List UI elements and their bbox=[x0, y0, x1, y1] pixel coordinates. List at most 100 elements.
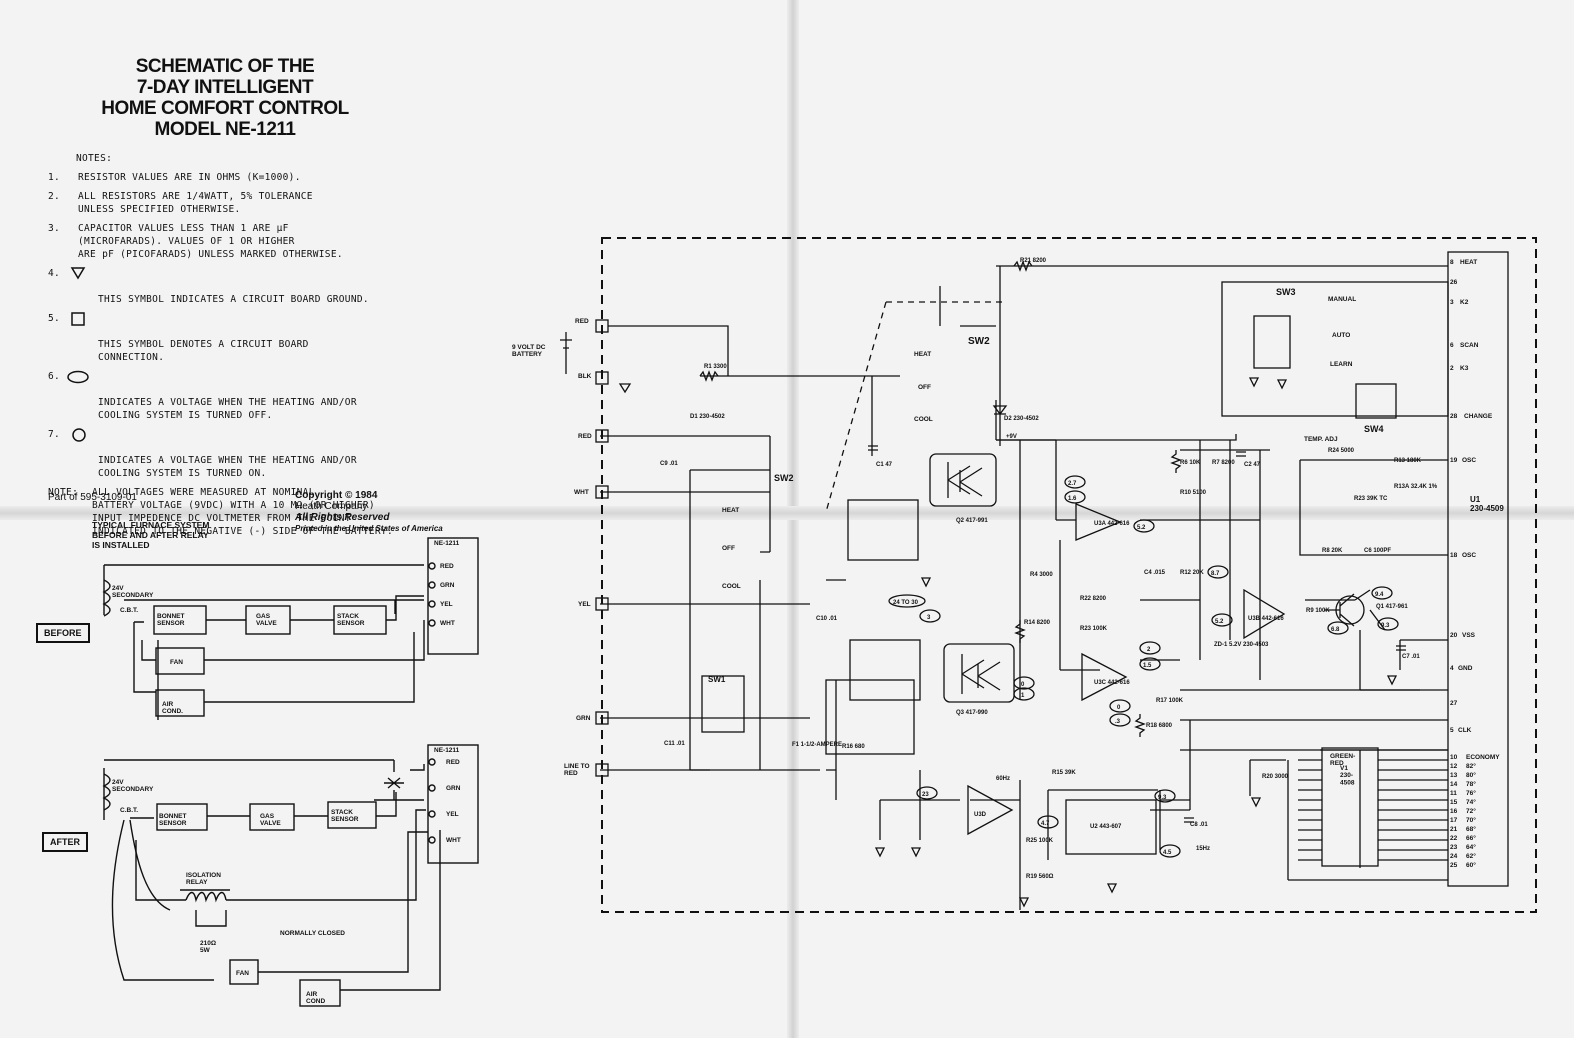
note-number: 3. bbox=[48, 223, 61, 234]
component-label: C8 .01 bbox=[1190, 822, 1208, 828]
transformer-coil-icon bbox=[102, 773, 111, 811]
part-number: Part of 595-3109-01 bbox=[48, 492, 137, 503]
u1-pin: 20 bbox=[1450, 632, 1458, 639]
component-label: R13A 32.4K 1% bbox=[1394, 484, 1438, 490]
sw2-position: COOL bbox=[722, 583, 741, 590]
air-cond-block-after bbox=[299, 979, 341, 1007]
copyright-block: Copyright © 1984 Heath Company All Right… bbox=[295, 490, 443, 534]
component-label: R24 5000 bbox=[1328, 448, 1355, 454]
sw4-switch-icon bbox=[1355, 383, 1397, 419]
note-text: INDICATES A VOLTAGE WHEN THE HEATING AND… bbox=[98, 455, 357, 479]
u1-pin: 28 bbox=[1450, 413, 1458, 420]
voltage-value: 23 bbox=[922, 792, 929, 798]
furnace-diagram: NE-1211 NE-1211 RED GRN YEL WHT RED GRN … bbox=[102, 537, 479, 1007]
voltage-value: 9.3 bbox=[1381, 623, 1390, 629]
u3a-opamp-icon bbox=[1075, 503, 1122, 541]
connector-grn-icon bbox=[595, 711, 609, 725]
economy-pin: 10 bbox=[1450, 754, 1458, 761]
u1-pin: 26 bbox=[1450, 279, 1458, 286]
economy-pin: 12 bbox=[1450, 763, 1458, 770]
note-item: 1.RESISTOR VALUES ARE IN OHMS (K=1000). bbox=[48, 171, 448, 184]
component-label: R20 3000 bbox=[1262, 774, 1289, 780]
connector-label: BLK bbox=[578, 373, 592, 380]
voltage-value: 1 bbox=[1021, 693, 1025, 699]
component-label: F1 1-1/2-AMPERE bbox=[792, 742, 842, 748]
relay-contact-icon bbox=[384, 777, 404, 789]
component-label: C1 47 bbox=[876, 462, 893, 468]
economy-pin: 21 bbox=[1450, 826, 1458, 833]
sw3-position: AUTO bbox=[1332, 332, 1350, 339]
u1-pin-name: OSC bbox=[1462, 552, 1476, 559]
connector-label: YEL bbox=[578, 601, 591, 608]
wire-label: GRN bbox=[446, 785, 461, 792]
switch-label: SW2 bbox=[774, 473, 794, 483]
economy-pin: 11 bbox=[1450, 790, 1457, 797]
u1-pin-name: VSS bbox=[1462, 632, 1476, 639]
u3c-opamp-icon bbox=[1081, 652, 1128, 702]
connector-wht-icon bbox=[595, 485, 609, 499]
wire-label: WHT bbox=[440, 620, 455, 627]
economy-pin: 16 bbox=[1450, 808, 1458, 815]
component-label: R23 100K bbox=[1080, 626, 1108, 632]
economy-name: 76° bbox=[1466, 789, 1476, 797]
switch-label: SW2 bbox=[968, 336, 990, 347]
component-label: R10 5100 bbox=[1180, 490, 1207, 496]
component-label: U3B 442-616 bbox=[1248, 616, 1284, 622]
q2-transistor-outline bbox=[929, 453, 997, 507]
v1-display-icon bbox=[1321, 747, 1379, 867]
voltage-value: 0 bbox=[1117, 705, 1121, 711]
after-diagram bbox=[102, 744, 479, 1007]
block-label: FAN bbox=[236, 970, 249, 977]
stack-sensor-block-after bbox=[327, 801, 377, 829]
component-label: C7 .01 bbox=[1402, 654, 1420, 660]
wire-label: RED bbox=[440, 563, 454, 570]
u2-ic bbox=[1065, 799, 1157, 855]
component-label: R1 3300 bbox=[704, 364, 727, 370]
component-label: R16 680 bbox=[842, 744, 865, 750]
economy-name: ECONOMY bbox=[1466, 754, 1500, 761]
switch-label: SW4 bbox=[1364, 424, 1384, 434]
connector-red2-icon bbox=[595, 429, 609, 443]
u1-pin-name: GND bbox=[1458, 665, 1473, 672]
voltage-value: 5.2 bbox=[1137, 525, 1146, 531]
cbt-label: C.B.T. bbox=[120, 607, 138, 614]
note-text: RESISTOR VALUES ARE IN OHMS (K=1000). bbox=[78, 172, 301, 183]
component-label: R15 39K bbox=[1052, 770, 1076, 776]
wire-label: YEL bbox=[446, 811, 459, 818]
sw2-position: HEAT bbox=[914, 351, 931, 358]
title-line: SCHEMATIC OF THE bbox=[135, 56, 315, 77]
horizontal-fold bbox=[0, 506, 1574, 520]
ground-symbol-icon bbox=[70, 267, 86, 280]
ne1211-terminal-box-after bbox=[427, 744, 479, 864]
voltage-value: 5.2 bbox=[1215, 619, 1224, 625]
voltage-value: 8.7 bbox=[1211, 571, 1220, 577]
title-line: 7-DAY INTELLIGENT bbox=[136, 77, 314, 98]
economy-name: 70° bbox=[1466, 816, 1476, 824]
voltage-value: 0 bbox=[1021, 682, 1025, 688]
connector-yel-icon bbox=[595, 597, 609, 611]
voltage-value: 2 bbox=[1147, 647, 1151, 653]
wire-label: GRN bbox=[440, 582, 455, 589]
copyright-line: Printed in the United States of America bbox=[295, 524, 443, 533]
connector-label: GRN bbox=[576, 715, 591, 722]
notes-block: NOTES: 1.RESISTOR VALUES ARE IN OHMS (K=… bbox=[48, 152, 448, 544]
voltage-markers bbox=[888, 475, 1399, 858]
economy-name: 60° bbox=[1466, 861, 1476, 869]
economy-name: 78° bbox=[1466, 780, 1476, 788]
u1-pin: 18 bbox=[1450, 552, 1458, 559]
u1-pin: 6 bbox=[1450, 342, 1454, 349]
u1-pin: 19 bbox=[1450, 457, 1458, 464]
u1-pin: 8 bbox=[1450, 259, 1454, 266]
note-item: 2.ALL RESISTORS ARE 1/4WATT, 5% TOLERANC… bbox=[48, 190, 448, 216]
u1-pin: 2 bbox=[1450, 365, 1454, 372]
u1-ic bbox=[1447, 251, 1509, 887]
voltage-value: 2.7 bbox=[1068, 481, 1077, 487]
